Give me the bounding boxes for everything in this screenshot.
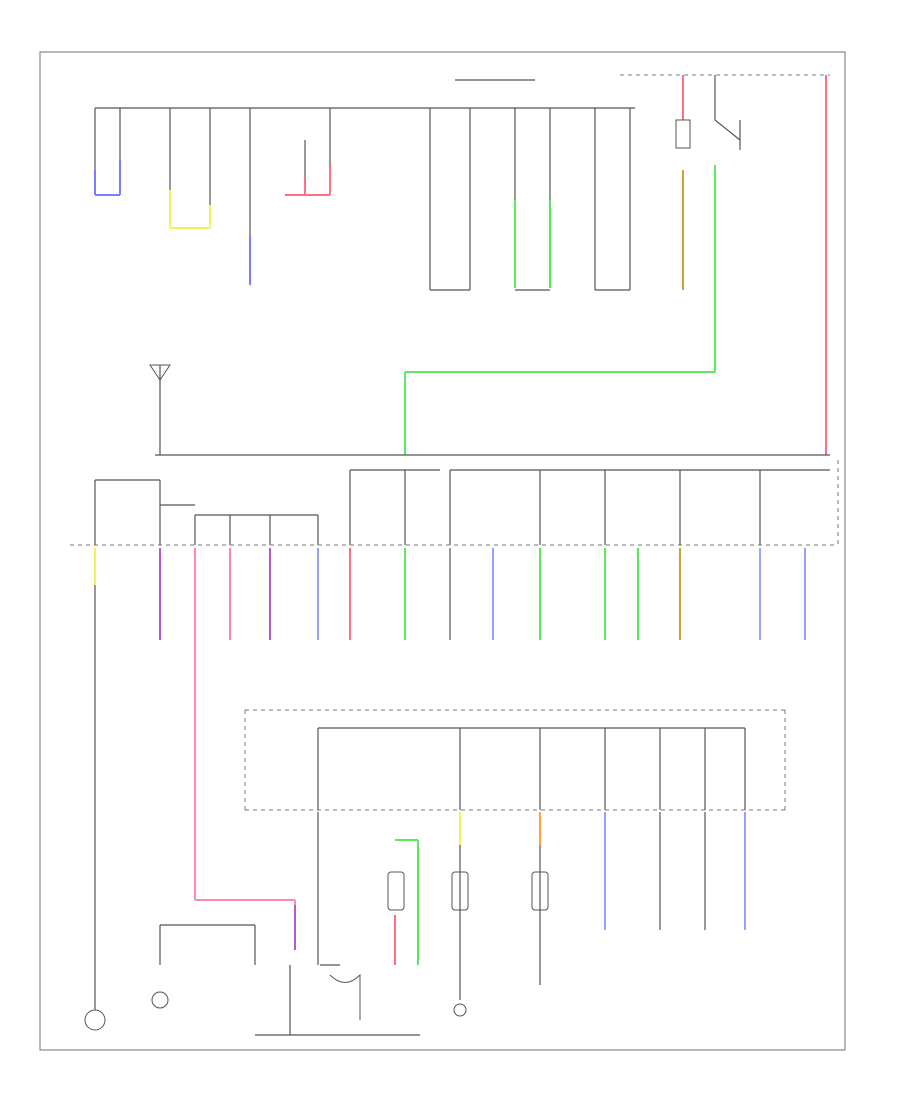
component-sensor-right — [531, 871, 549, 911]
diagram-border — [39, 51, 846, 1051]
component-resistor-left — [387, 871, 405, 911]
component-sensor-middle — [451, 871, 469, 911]
